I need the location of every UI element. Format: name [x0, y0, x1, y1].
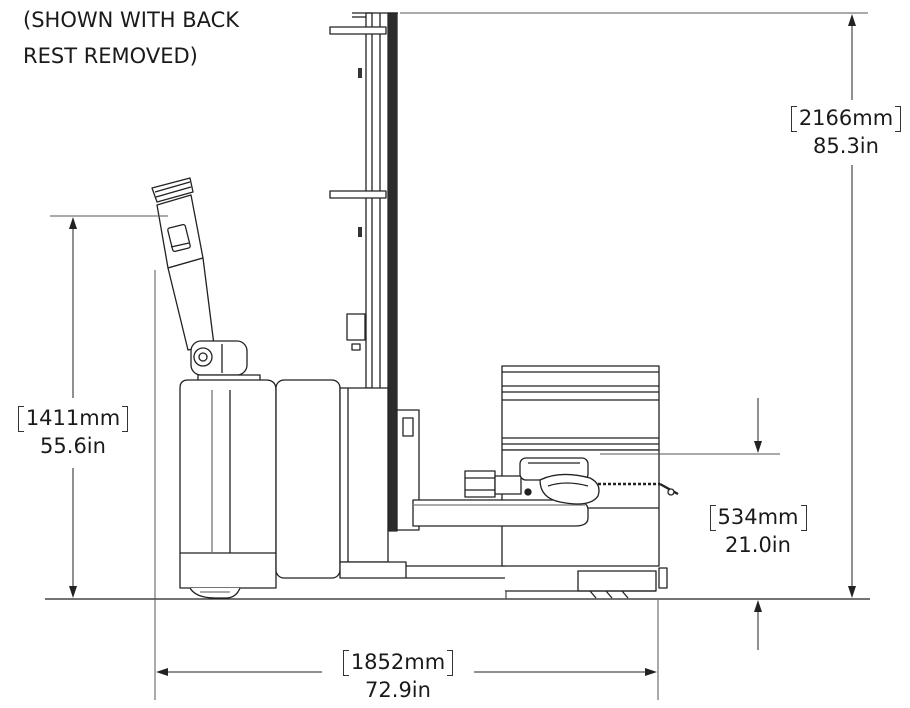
tiller-arm	[151, 177, 248, 376]
fork-height-mm: 534mm	[709, 503, 807, 531]
overall-height-in: 85.3in	[813, 134, 879, 158]
drawing-note: (SHOWN WITH BACK REST REMOVED)	[23, 2, 239, 74]
fork-height-in: 21.0in	[725, 533, 791, 557]
overall-height-mm: 2166mm	[790, 104, 902, 132]
handle-height-mm: 1411mm	[17, 404, 129, 432]
overall-length-in: 72.9in	[365, 678, 431, 702]
note-line-1: (SHOWN WITH BACK	[23, 8, 240, 32]
overall-length-label: 1852mm 72.9in	[328, 648, 468, 704]
note-line-2: REST REMOVED)	[23, 44, 198, 68]
overall-height-label: 2166mm 85.3in	[776, 104, 910, 160]
overall-height-dimension	[400, 12, 868, 598]
overall-length-mm: 1852mm	[342, 648, 454, 676]
truck-body	[179, 374, 505, 599]
fork-height-label: 534mm 21.0in	[688, 503, 828, 559]
clamp-attachment	[464, 457, 679, 505]
overall-length-dimension	[154, 270, 659, 700]
base-legs	[505, 567, 668, 599]
handle-height-in: 55.6in	[40, 434, 106, 458]
forks	[412, 499, 589, 527]
handle-height-label: 1411mm 55.6in	[3, 404, 143, 460]
handle-height-dimension	[50, 215, 168, 598]
fork-height-dimension	[600, 398, 780, 650]
